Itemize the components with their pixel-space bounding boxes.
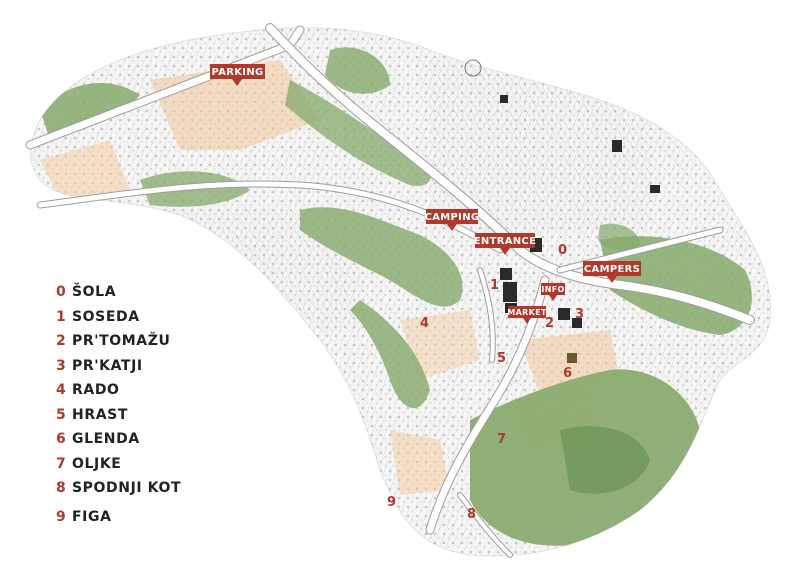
legend-name: OLJKE [72, 455, 122, 472]
map-number-6[interactable]: 6 [563, 366, 572, 381]
pin-campers-label: CAMPERS [584, 264, 640, 275]
field-9 [390, 430, 450, 495]
map-number-7[interactable]: 7 [497, 432, 506, 447]
forest-ridge [285, 80, 431, 186]
legend-name: HRAST [72, 406, 128, 423]
forest-southeast [560, 426, 650, 494]
legend-item-rado[interactable]: 4 RADO [56, 382, 276, 407]
pin-campers[interactable]: CAMPERS [583, 261, 641, 283]
field-center [400, 310, 480, 380]
legend-name: GLENDA [72, 431, 140, 447]
map-number-3[interactable]: 3 [575, 307, 584, 322]
pin-camping[interactable]: CAMPING [425, 209, 480, 231]
forest-west-slope [350, 300, 430, 409]
legend: 0 ŠOLA 1 SOSEDA 2 PR'TOMAŽU 3 PR'KATJI 4… [56, 284, 276, 533]
pin-info-label: INFO [541, 285, 564, 294]
map-number-0[interactable]: 0 [558, 243, 567, 258]
legend-name: PR'TOMAŽU [72, 333, 171, 349]
pin-parking[interactable]: PARKING [210, 64, 265, 86]
legend-item-spodnji-kot[interactable]: 8 SPODNJI KOT [56, 480, 276, 505]
pin-entrance[interactable]: ENTRANCE [474, 233, 536, 255]
map-number-5[interactable]: 5 [497, 351, 506, 366]
legend-name: PR'KATJI [72, 357, 143, 374]
pin-market-label: MARKET [507, 308, 546, 317]
legend-item-hrast[interactable]: 5 HRAST [56, 407, 276, 432]
legend-number: 6 [56, 431, 67, 447]
legend-item-figa[interactable]: 9 FIGA [56, 509, 276, 534]
pin-parking-label: PARKING [212, 67, 264, 78]
legend-item-glenda[interactable]: 6 GLENDA [56, 431, 276, 456]
forest-north [325, 47, 390, 94]
legend-number: 0 [56, 284, 67, 300]
map-number-8[interactable]: 8 [467, 507, 476, 522]
legend-name: FIGA [72, 508, 112, 525]
forest-northeast [598, 223, 640, 251]
legend-item-soseda[interactable]: 1 SOSEDA [56, 309, 276, 334]
legend-number: 4 [56, 382, 67, 398]
pin-market[interactable]: MARKET [507, 306, 547, 324]
forest-northwest [40, 83, 140, 140]
legend-item-prkatji[interactable]: 3 PR'KATJI [56, 358, 276, 383]
legend-number: 9 [56, 508, 67, 525]
legend-item-oljke[interactable]: 7 OLJKE [56, 456, 276, 481]
pin-info[interactable]: INFO [541, 283, 565, 301]
legend-item-prtomazu[interactable]: 2 PR'TOMAŽU [56, 333, 276, 358]
map-number-2[interactable]: 2 [545, 316, 554, 331]
legend-number: 2 [56, 333, 67, 349]
legend-item-sola[interactable]: 0 ŠOLA [56, 284, 276, 309]
map-number-4[interactable]: 4 [420, 316, 429, 331]
map-number-9[interactable]: 9 [387, 495, 396, 510]
legend-number: 1 [56, 308, 67, 325]
legend-number: 5 [56, 406, 67, 423]
legend-name: RADO [72, 382, 120, 398]
legend-number: 7 [56, 455, 67, 472]
map-number-1[interactable]: 1 [490, 278, 499, 293]
forest-valley [300, 207, 463, 307]
legend-name: SPODNJI KOT [72, 480, 182, 496]
legend-number: 8 [56, 480, 67, 496]
pin-entrance-label: ENTRANCE [474, 236, 536, 247]
legend-name: ŠOLA [72, 284, 117, 300]
field-west [40, 140, 130, 200]
pin-camping-label: CAMPING [425, 212, 480, 223]
legend-number: 3 [56, 357, 67, 374]
legend-name: SOSEDA [72, 308, 140, 325]
